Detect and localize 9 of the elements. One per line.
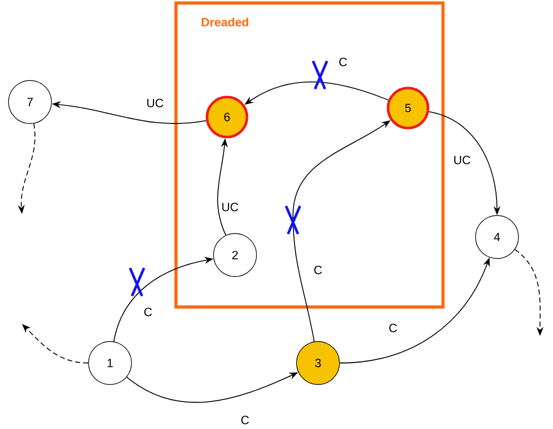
edge-label: UC: [454, 156, 470, 164]
edge-label: C: [314, 266, 322, 274]
edge-label: UC: [147, 98, 164, 108]
edge-label: C: [144, 308, 152, 316]
edge-label: UC: [222, 202, 238, 212]
arrow: [22, 324, 89, 364]
edge-label: C: [389, 324, 397, 332]
edge-label: C: [339, 58, 347, 66]
edge-label: C: [241, 416, 249, 424]
